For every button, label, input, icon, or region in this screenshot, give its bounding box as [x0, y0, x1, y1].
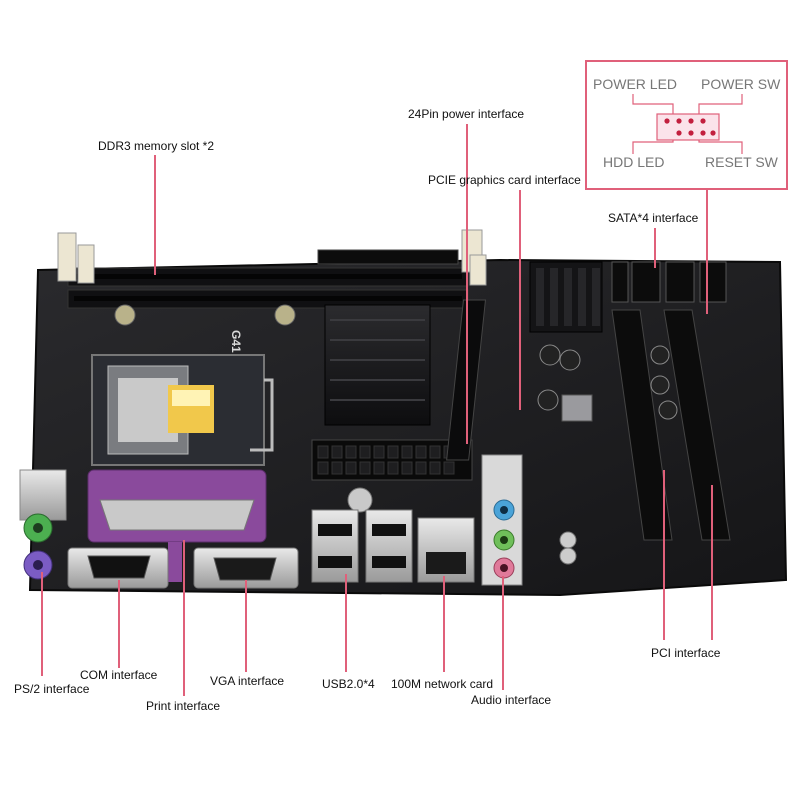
leader-ddr3: [154, 155, 156, 275]
sata-ports: [611, 261, 727, 303]
capacitors: [114, 304, 678, 565]
leader-audio: [502, 576, 504, 690]
audio-jacks: [481, 454, 523, 586]
leader-pcie: [519, 190, 521, 410]
leader-com: [118, 580, 120, 668]
ddr3-slots: [57, 229, 487, 309]
label-usb: USB2.0*4: [322, 677, 375, 691]
reset-sw-label: RESET SW: [705, 154, 778, 170]
leader-24pin: [466, 124, 468, 444]
label-pci: PCI interface: [651, 646, 721, 660]
label-ps2: PS/2 interface: [14, 682, 90, 696]
front-panel-header-pins: [632, 94, 743, 154]
cpu-socket: [91, 354, 274, 466]
board-silkscreen: G41: [229, 330, 243, 353]
label-com: COM interface: [80, 668, 158, 682]
label-print: Print interface: [146, 699, 221, 713]
leader-sata: [654, 228, 656, 268]
leader-front-panel: [706, 190, 708, 314]
rear-io-panel: [19, 454, 523, 589]
power-led-label: POWER LED: [593, 76, 678, 92]
ide-header: [317, 249, 459, 265]
pci-slots: [611, 309, 731, 541]
leader-pci-2: [711, 485, 713, 640]
leader-ps2: [41, 572, 43, 676]
power-sw-label: POWER SW: [701, 76, 781, 92]
leader-vga: [245, 580, 247, 672]
label-pcie: PCIE graphics card interface: [428, 173, 581, 187]
atx-24pin-connector: [311, 439, 473, 481]
label-network: 100M network card: [391, 677, 494, 691]
label-ddr3-memory-slot: DDR3 memory slot *2: [98, 139, 215, 153]
label-sata: SATA*4 interface: [608, 211, 699, 225]
label-vga: VGA interface: [210, 674, 285, 688]
label-24pin-power: 24Pin power interface: [408, 107, 525, 121]
leader-network: [443, 576, 445, 672]
leader-usb: [345, 574, 347, 672]
chipset-heatsink: [324, 304, 431, 426]
southbridge-heatsink: [529, 261, 603, 333]
front-panel-inset: POWER LED POWER SW HDD LED RESET SW: [585, 60, 788, 190]
label-audio: Audio interface: [471, 693, 552, 707]
leader-pci-1: [663, 470, 665, 640]
hdd-led-label: HDD LED: [603, 154, 665, 170]
usb-ports: [311, 509, 413, 583]
leader-print: [183, 540, 185, 696]
